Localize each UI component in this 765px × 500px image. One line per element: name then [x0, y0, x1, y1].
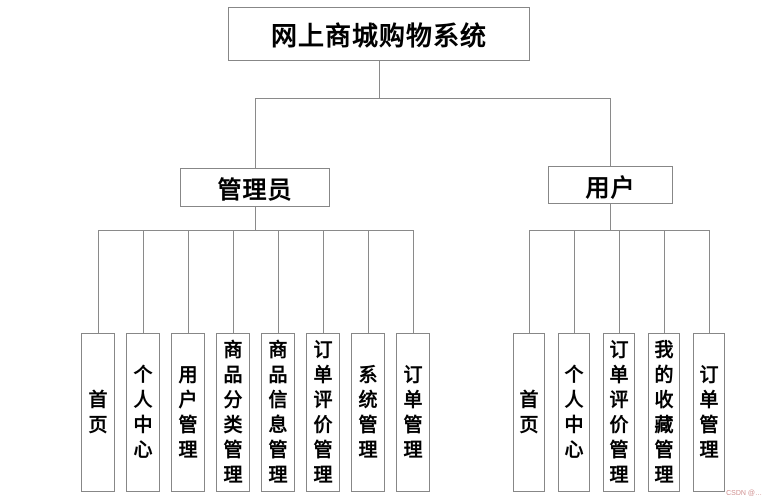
- leaf-node-user-order-management: 订单管理: [693, 333, 725, 492]
- connector-user-stem: [610, 204, 611, 230]
- connector-admin-child-drop: [278, 230, 279, 333]
- leaf-node-user-home: 首页: [513, 333, 545, 492]
- branch-node-user: 用户: [548, 166, 673, 204]
- leaf-node-user-favorites-management: 我的收藏管理: [648, 333, 680, 492]
- root-node-system-title: 网上商城购物系统: [228, 7, 530, 61]
- connector-user-child-drop: [619, 230, 620, 333]
- csdn-watermark: CSDN @…: [726, 490, 762, 497]
- connector-admin-child-drop: [188, 230, 189, 333]
- leaf-node-admin-system-management: 系统管理: [351, 333, 385, 492]
- connector-user-drop: [610, 98, 611, 166]
- connector-admin-drop: [255, 98, 256, 168]
- leaf-node-admin-order-management: 订单管理: [396, 333, 430, 492]
- connector-user-child-drop: [664, 230, 665, 333]
- leaf-node-admin-product-category-management: 商品分类管理: [216, 333, 250, 492]
- connector-admin-child-drop: [98, 230, 99, 333]
- connector-admin-child-drop: [413, 230, 414, 333]
- connector-admin-child-drop: [323, 230, 324, 333]
- connector-admin-child-drop: [143, 230, 144, 333]
- connector-root-stem: [379, 61, 380, 98]
- leaf-node-admin-product-info-management: 商品信息管理: [261, 333, 295, 492]
- branch-node-admin: 管理员: [180, 168, 330, 207]
- connector-user-child-drop: [529, 230, 530, 333]
- connector-admin-child-drop: [368, 230, 369, 333]
- connector-user-child-drop: [709, 230, 710, 333]
- leaf-node-admin-order-review-management: 订单评价管理: [306, 333, 340, 492]
- leaf-node-admin-home: 首页: [81, 333, 115, 492]
- leaf-node-user-order-review-management: 订单评价管理: [603, 333, 635, 492]
- leaf-node-admin-user-management: 用户管理: [171, 333, 205, 492]
- leaf-node-admin-personal-center: 个人中心: [126, 333, 160, 492]
- connector-admin-child-drop: [233, 230, 234, 333]
- connector-admin-bus: [98, 230, 414, 231]
- connector-level1-bus: [255, 98, 611, 99]
- connector-admin-stem: [255, 207, 256, 230]
- leaf-node-user-personal-center: 个人中心: [558, 333, 590, 492]
- connector-user-child-drop: [574, 230, 575, 333]
